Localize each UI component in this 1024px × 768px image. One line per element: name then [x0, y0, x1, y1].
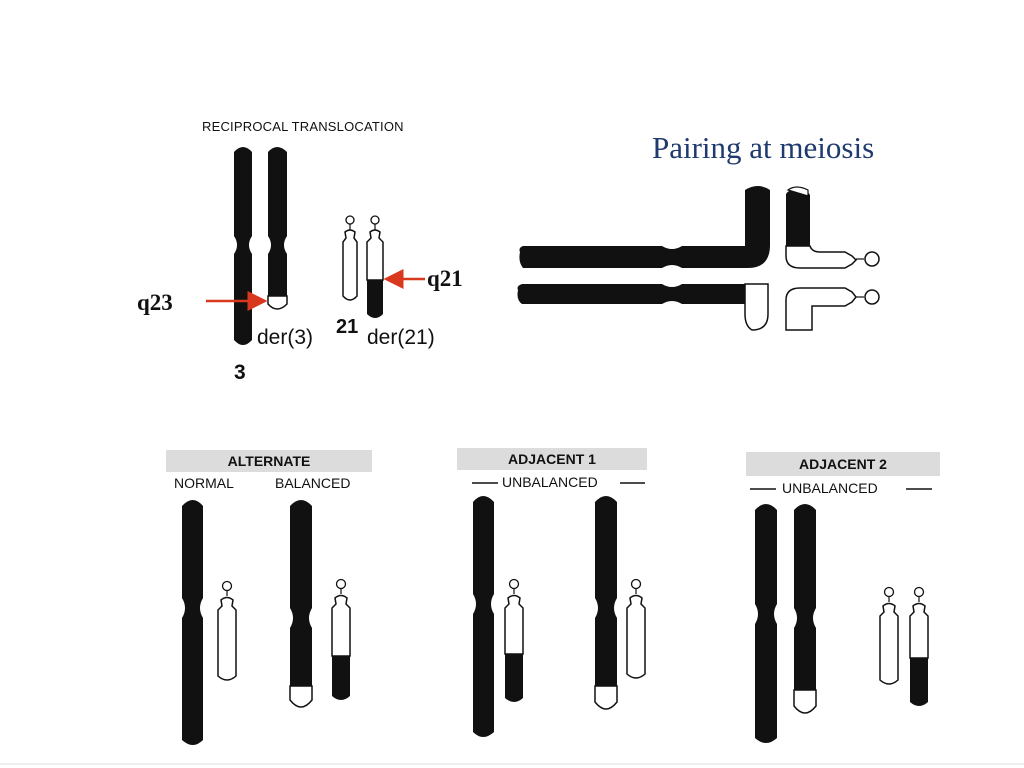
reciprocal-translocation-header: RECIPROCAL TRANSLOCATION: [202, 119, 404, 134]
alternate-der3: [290, 500, 312, 686]
quadrivalent-upper-left: [519, 186, 770, 268]
adjacent2-unbalanced-label: UNBALANCED: [782, 480, 878, 496]
quadrivalent-upper-right: [786, 188, 810, 246]
alternate-balanced-label: BALANCED: [275, 475, 351, 491]
der3-translocated-segment: [267, 295, 288, 310]
alternate-chromosome-21: [217, 596, 237, 681]
chr21-satellite: [345, 215, 355, 225]
quadrivalent-upper-right-arm: [785, 245, 858, 269]
adjacent2-der21: [909, 602, 929, 659]
adjacent1-header: ADJACENT 1: [457, 448, 647, 470]
adjacent2-chromosome-3: [755, 504, 777, 743]
adjacent1-der21: [504, 594, 524, 655]
adjacent1-unbalanced-label: UNBALANCED: [502, 474, 598, 490]
adjacent2-header: ADJACENT 2: [746, 452, 940, 476]
adjacent1-der3: [595, 496, 617, 686]
quadrivalent-upper-right-white: [786, 186, 809, 197]
label-der21: der(21): [367, 326, 435, 349]
adjacent1-chromosome-21: [626, 594, 646, 679]
der21-translocated-segment: [367, 280, 383, 318]
adjacent1-chromosome-3: [473, 496, 494, 737]
alternate-chromosome-3: [182, 500, 203, 745]
alternate-normal-label: NORMAL: [174, 475, 234, 491]
label-chr3: 3: [234, 361, 246, 384]
der21-satellite: [370, 215, 380, 225]
label-der3: der(3): [257, 326, 314, 349]
quadrivalent-satellite-upper: [864, 251, 880, 267]
band-label-q23: q23: [137, 290, 173, 315]
label-chr21: 21: [336, 316, 359, 338]
quadrivalent-satellite-lower: [864, 289, 880, 305]
alternate-header: ALTERNATE: [166, 450, 372, 472]
chromosome-3: [234, 147, 252, 345]
quadrivalent-lower-left-tip: [744, 283, 769, 331]
adjacent2-der3: [794, 504, 816, 690]
chromosome-21: [342, 229, 358, 301]
quadrivalent-lower-right-arm: [785, 287, 857, 331]
chromosome-der3: [268, 147, 287, 296]
alternate-der21: [331, 594, 351, 657]
band-label-q21: q21: [427, 266, 463, 291]
slide-title: Pairing at meiosis: [652, 130, 875, 165]
adjacent2-chromosome-21: [879, 602, 899, 685]
chromosome-der21: [366, 229, 384, 281]
quadrivalent-lower-left: [517, 284, 745, 304]
